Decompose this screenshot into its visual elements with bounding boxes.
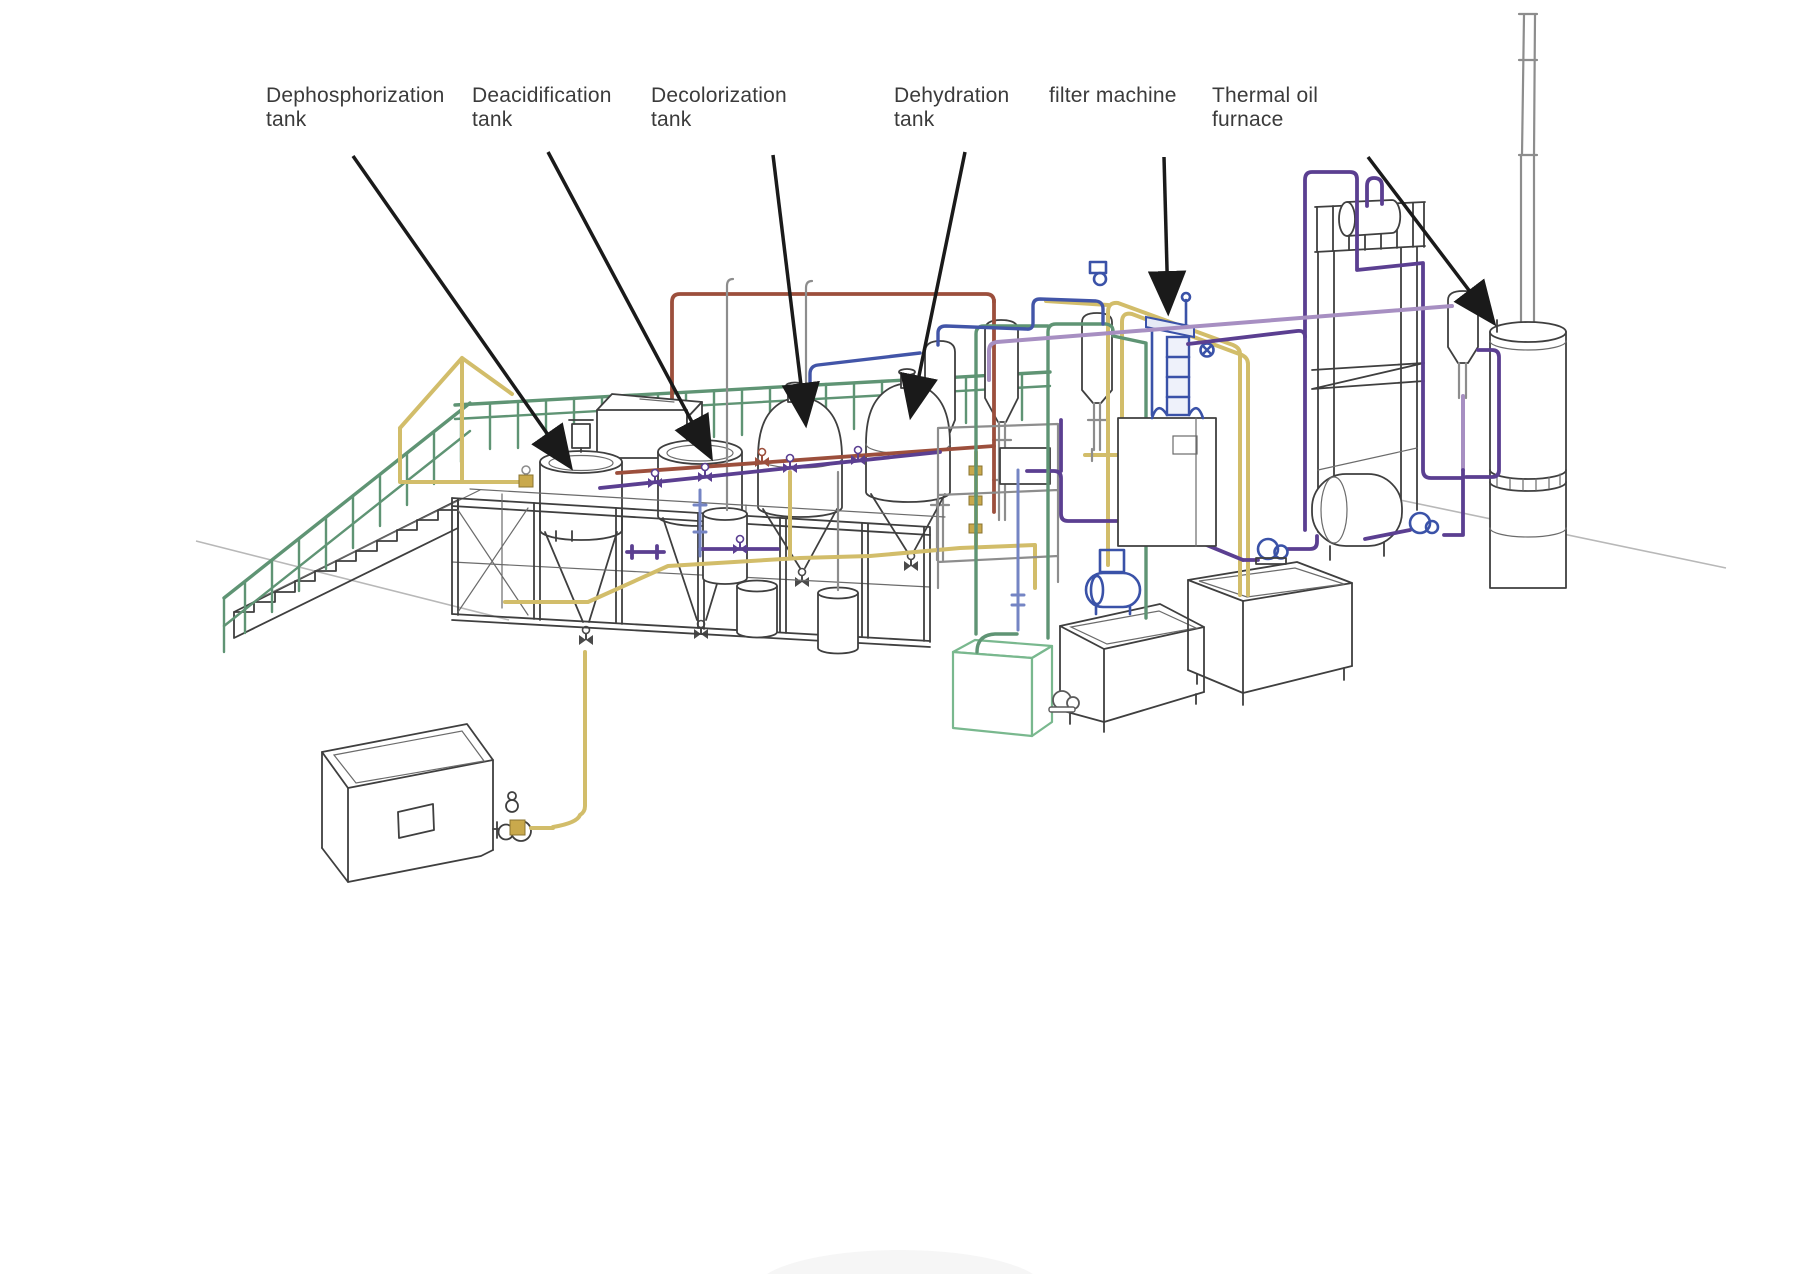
label-line: tank [651, 108, 692, 131]
vacuum-downpipe [1010, 468, 1026, 632]
sludge-pump [492, 791, 555, 842]
label-line: furnace [1212, 108, 1284, 131]
label-line: Dehydration [894, 84, 1010, 107]
label-thermal-oil-furnace: Thermal oil furnace [1212, 84, 1318, 132]
dephosphorization-tank [539, 419, 623, 646]
pipes-maroon-loop [670, 292, 996, 434]
filter-stand [1117, 417, 1217, 547]
label-line: Thermal oil [1212, 84, 1319, 107]
sludge-tank [321, 723, 494, 883]
label-dephosphorization-tank: Dephosphorization tank [266, 84, 445, 132]
label-line: tank [472, 108, 513, 131]
label-line: filter machine [1049, 84, 1177, 107]
watermark-smudge [767, 1250, 1033, 1274]
platform-railing [453, 370, 1052, 453]
label-dehydration-tank: Dehydration tank [894, 84, 1009, 132]
pipes-blue [808, 297, 1105, 402]
label-line: Decolorization [651, 84, 787, 107]
waste-tank-a [1059, 603, 1205, 733]
heat-exchanger-rack [936, 418, 1245, 590]
staircase [233, 489, 481, 639]
pipes-yellow-stair [398, 356, 534, 488]
collection-barrels [702, 277, 859, 655]
buffer-cube [951, 632, 1080, 738]
condenser-drum [1311, 473, 1403, 561]
furnace-chimney [1517, 12, 1539, 334]
label-line: Deacidification [472, 84, 612, 107]
leader-arrows [351, 151, 1497, 471]
vacuum-compressor [1084, 548, 1142, 616]
pipes-purple [1186, 170, 1501, 565]
pipes-manifold [598, 444, 996, 560]
label-deacidification-tank: Deacidification tank [472, 84, 612, 132]
pipes-light-purple [987, 304, 1454, 382]
label-decolorization-tank: Decolorization tank [651, 84, 787, 132]
label-line: tank [894, 108, 935, 131]
label-line: tank [266, 108, 307, 131]
thermal-oil-furnace [1489, 319, 1567, 589]
label-line: Dephosphorization [266, 84, 445, 107]
cooling-tower [1311, 199, 1426, 533]
decolorization-tank [757, 279, 843, 588]
label-filter-machine: filter machine [1049, 84, 1177, 108]
stair-railing [222, 401, 472, 654]
waste-tank-b [1187, 561, 1353, 706]
